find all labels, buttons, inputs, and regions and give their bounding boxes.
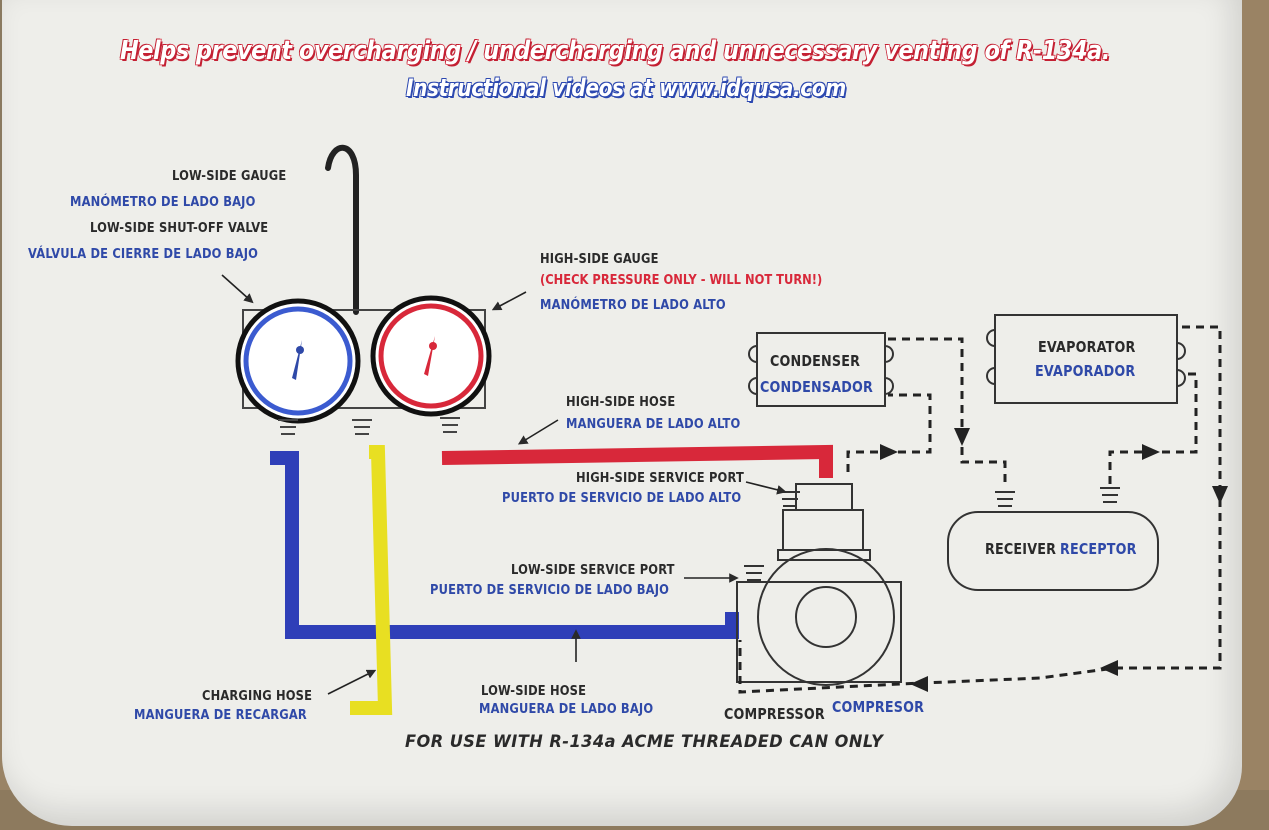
condenser-icon — [748, 332, 894, 407]
condenser-label-es: CONDENSADOR — [760, 378, 873, 396]
high-side-hose-label: HIGH-SIDE HOSE — [566, 394, 676, 410]
evaporator-label-es: EVAPORADOR — [1035, 362, 1136, 380]
low-side-gauge-label: LOW-SIDE GAUGE — [172, 168, 287, 184]
compressor-label: COMPRESSOR — [724, 705, 825, 723]
evaporator-icon — [986, 314, 1186, 404]
receiver-icon — [947, 487, 1159, 591]
compressor-label-es: COMPRESOR — [832, 698, 925, 716]
manifold-fittings — [278, 417, 460, 435]
refrigerant-flow-lines — [738, 325, 1222, 694]
charging-hose-label: CHARGING HOSE — [202, 688, 313, 704]
low-side-valve-label: LOW-SIDE SHUT-OFF VALVE — [90, 220, 269, 236]
receiver-label: RECEIVER — [985, 540, 1057, 558]
high-side-gauge-note: (CHECK PRESSURE ONLY - WILL NOT TURN!) — [540, 272, 823, 288]
receiver-label-es: RECEPTOR — [1060, 540, 1137, 558]
compressor-icon — [736, 483, 902, 686]
high-side-port-label-es: PUERTO DE SERVICIO DE LADO ALTO — [502, 490, 742, 506]
charging-hose — [350, 445, 393, 715]
website-link: Instructional videos at www.idqusa.com — [406, 74, 846, 102]
high-side-hose — [441, 444, 833, 478]
high-side-port-label: HIGH-SIDE SERVICE PORT — [576, 470, 744, 486]
low-side-port-label-es: PUERTO DE SERVICIO DE LADO BAJO — [430, 582, 670, 598]
flow-arrows — [880, 428, 1228, 692]
high-side-gauge-label-es: MANÓMETRO DE LADO ALTO — [540, 297, 726, 313]
low-side-hose-label: LOW-SIDE HOSE — [481, 683, 587, 699]
high-side-gauge-label: HIGH-SIDE GAUGE — [540, 251, 659, 267]
label-card — [2, 0, 1242, 826]
low-side-port-label: LOW-SIDE SERVICE PORT — [511, 562, 675, 578]
low-side-gauge-label-es: MANÓMETRO DE LADO BAJO — [70, 194, 256, 210]
label-leader-arrows — [221, 274, 787, 695]
usage-note: FOR USE WITH R-134a ACME THREADED CAN ON… — [405, 732, 884, 752]
low-side-gauge-icon — [235, 298, 361, 424]
headline: Helps prevent overcharging / underchargi… — [119, 35, 1111, 67]
low-side-valve-label-es: VÁLVULA DE CIERRE DE LADO BAJO — [28, 246, 259, 262]
condenser-label: CONDENSER — [770, 352, 861, 370]
charging-hose-label-es: MANGUERA DE RECARGAR — [134, 707, 307, 723]
manifold-hook — [325, 144, 359, 315]
high-side-hose-label-es: MANGUERA DE LADO ALTO — [566, 416, 741, 432]
evaporator-label: EVAPORATOR — [1038, 338, 1136, 356]
high-side-gauge-icon — [370, 295, 492, 417]
low-side-hose-label-es: MANGUERA DE LADO BAJO — [479, 701, 654, 717]
